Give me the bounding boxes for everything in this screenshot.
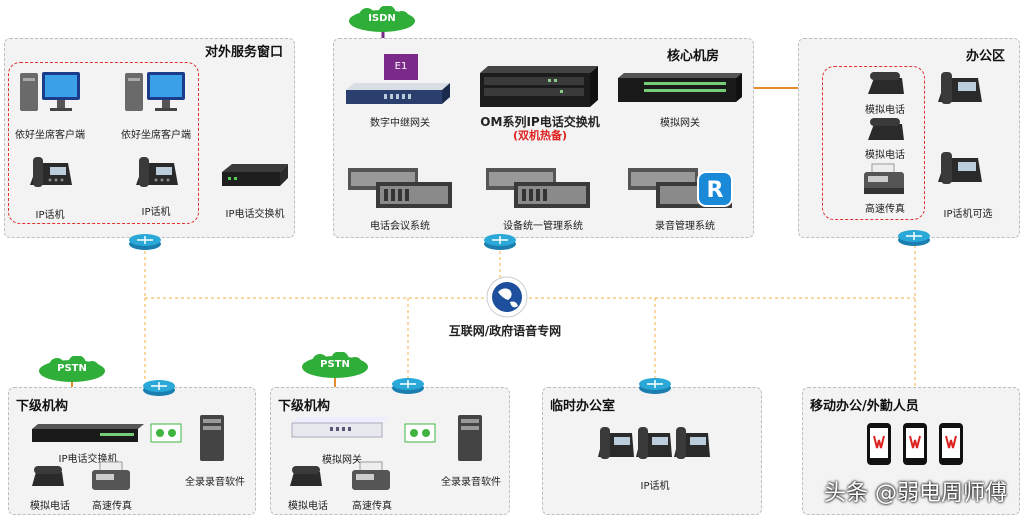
panel-external-service [4,38,295,238]
branch-pbx-icon [30,423,146,445]
branch-gateway-icon [290,416,390,440]
router-icon [638,376,672,394]
recording-pc-icon [198,413,226,463]
pbx-label: IP电话交换机 [225,209,285,220]
panel-title-branch-1: 下级机构 [16,399,69,414]
fax-icon [862,162,906,196]
fax-icon [90,460,132,494]
analog-phone-label: 模拟电话 [865,150,905,161]
recording-software-label: 全录录音软件 [441,477,501,488]
ip-phone-label: IP话机 [640,481,670,492]
recording-label: 录音管理系统 [655,221,715,232]
analog-phone-label: 模拟电话 [288,501,328,512]
panel-title-temp-office: 临时办公室 [550,399,616,414]
fax-label: 高速传真 [352,501,392,512]
smartphone-icon [866,422,892,466]
fax-label: 高速传真 [865,204,905,215]
recording-server-icon: R [626,166,736,212]
ip-phone-icon [936,70,984,112]
network-label: 互联网/政府语音专网 [448,324,562,338]
fax-icon [350,460,392,494]
isdn-cloud-icon: ISDN [347,6,417,34]
trunk-gateway-icon [344,82,452,108]
analog-phone-label: 模拟电话 [865,105,905,116]
recording-link-icon [404,423,436,443]
svg-text:R: R [707,178,724,203]
hot-standby-label: (双机热备) [512,129,568,142]
analog-phone-label: 模拟电话 [30,501,70,512]
ip-phone-icon [28,155,74,195]
pbx-device-icon [218,162,290,190]
ip-phone-optional-label: IP话机可选 [943,209,993,220]
panel-title-mobile: 移动办公/外勤人员 [810,399,919,414]
analog-phone-icon [866,116,906,146]
pstn-cloud-icon: PSTN [37,356,107,384]
agent-pc-icon [125,68,187,118]
ip-phone-label: IP话机 [141,207,171,218]
agent-pc-icon [20,68,82,118]
pstn-label: PSTN [320,359,350,370]
router-icon [142,378,176,396]
ip-phone-icon [672,425,712,465]
panel-title-branch-2: 下级机构 [278,399,331,414]
ip-phone-icon [936,150,984,192]
router-icon [483,232,517,250]
analog-phone-icon [30,464,66,492]
conference-server-icon [346,166,456,212]
panel-title-core-room: 核心机房 [667,49,720,64]
trunk-gateway-label: 数字中继网关 [370,118,430,129]
agent-pc-label: 依好坐席客户端 [121,130,191,141]
conference-label: 电话会议系统 [370,221,430,232]
branch-gateway-label: 模拟网关 [322,455,362,466]
recording-software-label: 全录录音软件 [185,477,245,488]
ip-phone-label: IP话机 [35,210,65,221]
router-icon [897,228,931,246]
ip-phone-icon [134,155,180,195]
fax-label: 高速传真 [92,501,132,512]
globe-icon [486,276,528,318]
analog-gateway-label: 模拟网关 [660,118,700,129]
watermark: 头条 @弱电周师傅 [824,481,1007,506]
analog-phone-icon [866,70,906,100]
e1-label: E1 [384,54,418,80]
agent-pc-label: 依好坐席客户端 [15,130,85,141]
panel-title-external-service: 对外服务窗口 [205,45,284,60]
isdn-label: ISDN [368,13,396,24]
analog-gateway-icon [616,72,744,106]
ip-phone-icon [596,425,636,465]
analog-device-group-box [822,66,925,220]
recording-pc-icon [456,413,484,463]
panel-office [798,38,1020,238]
smartphone-icon [938,422,964,466]
ip-phone-icon [634,425,674,465]
smartphone-icon [902,422,928,466]
agent-group-box [8,62,199,224]
panel-title-office: 办公区 [966,49,1006,64]
device-mgmt-label: 设备统一管理系统 [503,221,583,232]
recording-link-icon [150,423,182,443]
router-icon [391,376,425,394]
om-switch-icon [478,65,600,109]
branch-pbx-label: IP电话交换机 [58,454,118,465]
pstn-label: PSTN [57,363,87,374]
management-server-icon [484,166,594,212]
analog-phone-icon [288,464,324,492]
router-icon [128,232,162,250]
om-switch-label: OM系列IP电话交换机 [480,115,600,129]
pstn-cloud-icon: PSTN [300,352,370,380]
